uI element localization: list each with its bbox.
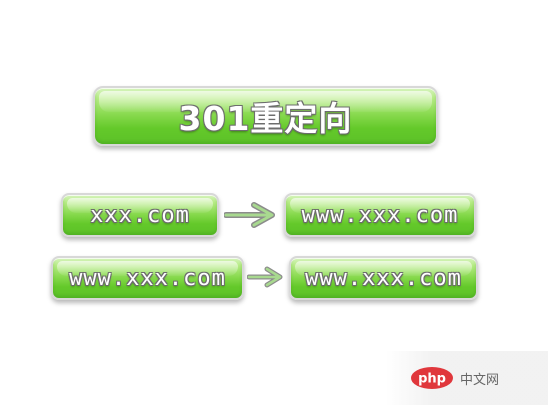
source-url-box-2: www.xxx.com [51, 256, 244, 300]
source-url-text-2: www.xxx.com [69, 265, 226, 291]
php-logo-text: php [418, 372, 446, 387]
title-text: 301重定向 [178, 99, 353, 138]
php-cn-watermark: php 中文网 [386, 351, 548, 405]
target-url-box-1: www.xxx.com [284, 193, 476, 237]
target-url-text-2: www.xxx.com [305, 265, 462, 291]
target-url-text-1: www.xxx.com [301, 202, 459, 228]
source-url-box-1: xxx.com [61, 193, 219, 237]
target-url-box-2: www.xxx.com [289, 256, 478, 300]
redirect-arrow-icon [224, 202, 275, 228]
title-banner: 301重定向 [93, 86, 438, 146]
redirect-arrow-icon [247, 266, 283, 288]
php-logo-icon: php [411, 367, 453, 389]
source-url-text-1: xxx.com [90, 202, 190, 228]
watermark-site-text: 中文网 [460, 372, 500, 388]
